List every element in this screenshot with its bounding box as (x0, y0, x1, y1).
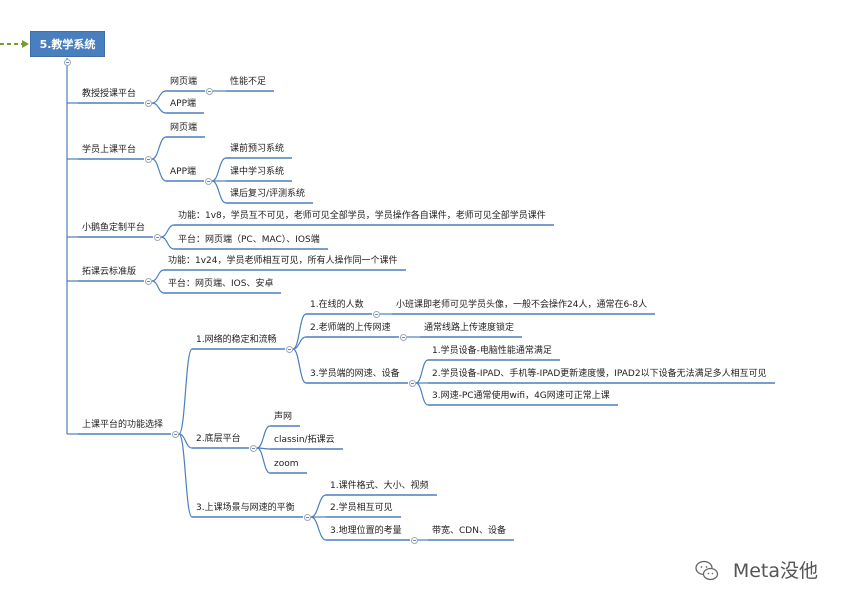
node-review-system[interactable]: 课后复习/评测系统 (230, 189, 306, 199)
branch-custom-platform[interactable]: 小鹅鱼定制平台 (82, 223, 146, 233)
connector-line (160, 236, 175, 250)
connector-line (415, 359, 429, 384)
incoming-arrow-head (22, 40, 29, 48)
node-function-1v8[interactable]: 功能：1v8，学员互不可见，老师可见全部学员，学员操作各自课件，老师可见全部学员… (178, 211, 546, 221)
collapse-toggle-icon[interactable] (206, 88, 213, 95)
node-geo-location[interactable]: 3.地理位置的考量 (330, 526, 402, 536)
connector-line (292, 336, 307, 350)
connector-line (151, 158, 167, 182)
connector-line (211, 157, 227, 182)
connector-line (160, 224, 175, 238)
connector-line (310, 516, 327, 541)
collapse-toggle-icon[interactable] (145, 278, 152, 285)
connector-line (178, 433, 193, 449)
connector-line (256, 425, 271, 449)
node-classin[interactable]: classin/拓课云 (274, 435, 335, 445)
connector-line (151, 136, 167, 160)
node-teacher-upload-detail[interactable]: 通常线路上传速度锁定 (424, 323, 515, 333)
node-agora[interactable]: 声网 (274, 412, 293, 422)
connector-line (211, 180, 227, 204)
node-platform-web-ios[interactable]: 平台：网页端（PC、MAC）、IOS端 (178, 235, 320, 245)
collapse-toggle-icon[interactable] (64, 59, 71, 66)
connector-line (151, 90, 167, 104)
connector-line (292, 348, 307, 384)
watermark-text: Meta没他 (732, 560, 818, 582)
collapse-toggle-icon[interactable] (411, 537, 418, 544)
node-function-1v24[interactable]: 功能：1v24，学员老师相互可见，所有人操作同一个课件 (168, 256, 398, 266)
root-node[interactable]: 5.教学系统 (30, 31, 105, 57)
connector-line (151, 280, 165, 294)
collapse-toggle-icon[interactable] (250, 445, 257, 452)
branch-tuoke-standard[interactable]: 拓课云标准版 (82, 267, 137, 277)
connector-line (178, 433, 193, 518)
collapse-toggle-icon[interactable] (304, 514, 311, 521)
collapse-toggle-icon[interactable] (154, 234, 161, 241)
node-platform-web-ios-android[interactable]: 平台：网页端、IOS、安卓 (168, 279, 274, 289)
node-preview-system[interactable]: 课前预习系统 (230, 144, 285, 154)
collapse-toggle-icon[interactable] (145, 156, 152, 163)
node-online-count[interactable]: 1.在线的人数 (310, 300, 364, 310)
node-performance-lacking[interactable]: 性能不足 (230, 77, 267, 87)
branch-student-platform[interactable]: 学员上课平台 (82, 145, 137, 155)
collapse-toggle-icon[interactable] (373, 311, 380, 318)
node-student-device-pc[interactable]: 1.学员设备-电脑性能通常满足 (432, 346, 552, 356)
collapse-toggle-icon[interactable] (145, 100, 152, 107)
connector-line (151, 269, 165, 282)
node-courseware-format[interactable]: 1.课件格式、大小、视频 (330, 481, 429, 491)
connector-line (310, 494, 327, 518)
branch-teacher-platform[interactable]: 教授授课平台 (82, 89, 137, 99)
node-mutual-visibility[interactable]: 2.学员相互可见 (330, 503, 393, 513)
node-student-network[interactable]: 3.学员端的网速、设备 (310, 369, 400, 379)
node-app[interactable]: APP端 (170, 99, 197, 109)
connector-line (151, 102, 167, 114)
wechat-icon (695, 560, 719, 581)
collapse-toggle-icon[interactable] (205, 178, 212, 185)
node-base-platform[interactable]: 2.底层平台 (196, 434, 241, 444)
node-network-stability[interactable]: 1.网络的稳定和流畅 (196, 335, 277, 345)
node-web[interactable]: 网页端 (170, 77, 198, 87)
node-scene-balance[interactable]: 3.上课场景与网速的平衡 (196, 503, 295, 513)
connector-line (292, 313, 307, 350)
collapse-toggle-icon[interactable] (172, 431, 179, 438)
collapse-toggle-icon[interactable] (400, 334, 407, 341)
node-network-pc-wifi[interactable]: 3.网速-PC通常使用wifi，4G网速可正常上课 (432, 391, 610, 401)
node-teacher-upload[interactable]: 2.老师端的上传网速 (310, 323, 391, 333)
node-online-count-detail[interactable]: 小班课即老师可见学员头像，一般不会操作24人，通常在6-8人 (396, 300, 648, 310)
node-app[interactable]: APP端 (170, 167, 197, 177)
node-bandwidth-cdn[interactable]: 带宽、CDN、设备 (432, 526, 506, 536)
node-web[interactable]: 网页端 (170, 123, 198, 133)
node-zoom[interactable]: zoom (274, 459, 299, 469)
connector-line (415, 382, 429, 406)
connector-line (178, 348, 193, 435)
collapse-toggle-icon[interactable] (409, 380, 416, 387)
collapse-toggle-icon[interactable] (286, 346, 293, 353)
branch-function-selection[interactable]: 上课平台的功能选择 (82, 420, 164, 430)
node-in-class-system[interactable]: 课中学习系统 (230, 167, 285, 177)
node-student-device-ipad[interactable]: 2.学员设备-IPAD、手机等-IPAD更新速度慢，IPAD2以下设备无法满足多… (432, 369, 767, 379)
connector-line (256, 447, 271, 474)
